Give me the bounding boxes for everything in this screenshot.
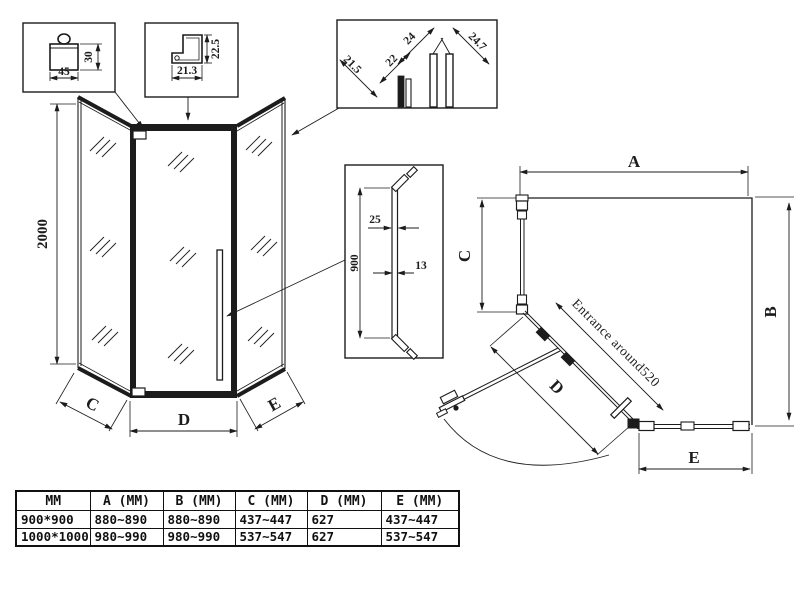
size-table-cell: 537~547 [380, 527, 460, 547]
dim-45-label: 45 [58, 66, 70, 78]
size-table-header-cell: MM [15, 490, 91, 511]
glass-bar-left [429, 53, 438, 108]
size-table: MM A (MM) B (MM) C (MM) D (MM) E (MM) 90… [15, 490, 460, 547]
l-profile-shape [171, 34, 203, 64]
glass-clamp [515, 200, 529, 211]
size-table-header-row: MM A (MM) B (MM) C (MM) D (MM) E (MM) [15, 490, 460, 511]
size-table-row: 900*900 880~890 880~890 437~447 627 437~… [15, 510, 460, 529]
elevation-d-label: D [178, 410, 190, 429]
glass-clamp [732, 420, 750, 432]
detail-box-top-profile: 30 45 [22, 22, 116, 93]
open-door-clamp [439, 389, 459, 405]
entrance-note: Entrance around520 [569, 296, 663, 390]
size-table-header-cell: C (MM) [234, 490, 308, 511]
elevation-e-label: E [265, 393, 284, 415]
door-handle-bar [216, 249, 224, 381]
plan-b-label: B [761, 306, 780, 317]
profile-cap-icon [57, 33, 71, 45]
elevation-view: 2000 C D E [35, 95, 306, 437]
size-table-cell: 627 [306, 527, 382, 547]
dim-21.3-label: 21.3 [177, 65, 197, 77]
size-table-cell: 900*900 [15, 510, 91, 529]
wall-profile-bar [397, 75, 405, 108]
door-handle-plan [609, 396, 633, 420]
handle-bar-shape [391, 187, 399, 339]
size-table-cell: 437~447 [234, 510, 308, 529]
glass-bar-right [445, 53, 454, 108]
callout-leader-lines [114, 91, 346, 317]
detail-box-corner-profile: 22.5 21.3 [144, 22, 239, 98]
size-table-cell: 437~447 [380, 510, 460, 529]
size-table-header-cell: A (MM) [89, 490, 164, 511]
hinge-block [560, 351, 576, 367]
glass-clamp [638, 420, 655, 432]
glass-clamp [680, 421, 695, 431]
dim-13-label: 13 [415, 260, 427, 272]
plan-e-label: E [688, 448, 699, 467]
pivot-dot [453, 405, 459, 411]
dim-30-label: 30 [83, 51, 95, 63]
size-table-cell: 880~890 [89, 510, 164, 529]
dim-22.5-label: 22.5 [210, 39, 222, 59]
door-swing-arc [443, 418, 610, 466]
dim-2000-label: 2000 [35, 219, 51, 249]
size-table-cell: 1000*1000 [15, 527, 91, 547]
dim-22-label: 22 [384, 52, 401, 69]
dim-24.7-label: 24.7 [466, 31, 489, 54]
size-table-cell: 980~990 [162, 527, 236, 547]
size-table-row: 1000*1000 980~990 980~990 537~547 627 53… [15, 527, 460, 547]
open-door-handle [438, 395, 466, 413]
glass-clamp [515, 304, 529, 315]
plan-a-label: A [628, 152, 641, 171]
plan-d-label: D [546, 376, 568, 398]
size-table-header-cell: E (MM) [380, 490, 460, 511]
size-table-header-cell: B (MM) [162, 490, 236, 511]
latch-block-top [132, 130, 147, 140]
size-table-cell: 627 [306, 510, 382, 529]
dim-900-label: 900 [349, 254, 361, 272]
size-table-cell: 980~990 [89, 527, 164, 547]
size-table-container: MM A (MM) B (MM) C (MM) D (MM) E (MM) 90… [15, 490, 460, 547]
glass-clamp [516, 294, 528, 305]
dim-21.5-label: 21.5 [341, 54, 364, 77]
elevation-c-label: C [83, 393, 103, 416]
handle-detail-box: 900 25 13 [344, 164, 444, 361]
dim-24-label: 24 [402, 30, 419, 47]
detail-box-glass-section: 21.5 22 24 24.7 [336, 19, 498, 109]
hinge-block [535, 326, 551, 342]
plan-view: A B C [435, 152, 794, 474]
size-table-cell: 880~890 [162, 510, 236, 529]
dim-25-label: 25 [369, 214, 381, 226]
glass-hatching [89, 135, 278, 365]
glass-clamp [516, 210, 528, 220]
size-table-cell: 537~547 [234, 527, 308, 547]
latch-block-bottom [131, 387, 146, 397]
plan-c-label: C [455, 250, 474, 262]
size-table-header-cell: D (MM) [306, 490, 382, 511]
